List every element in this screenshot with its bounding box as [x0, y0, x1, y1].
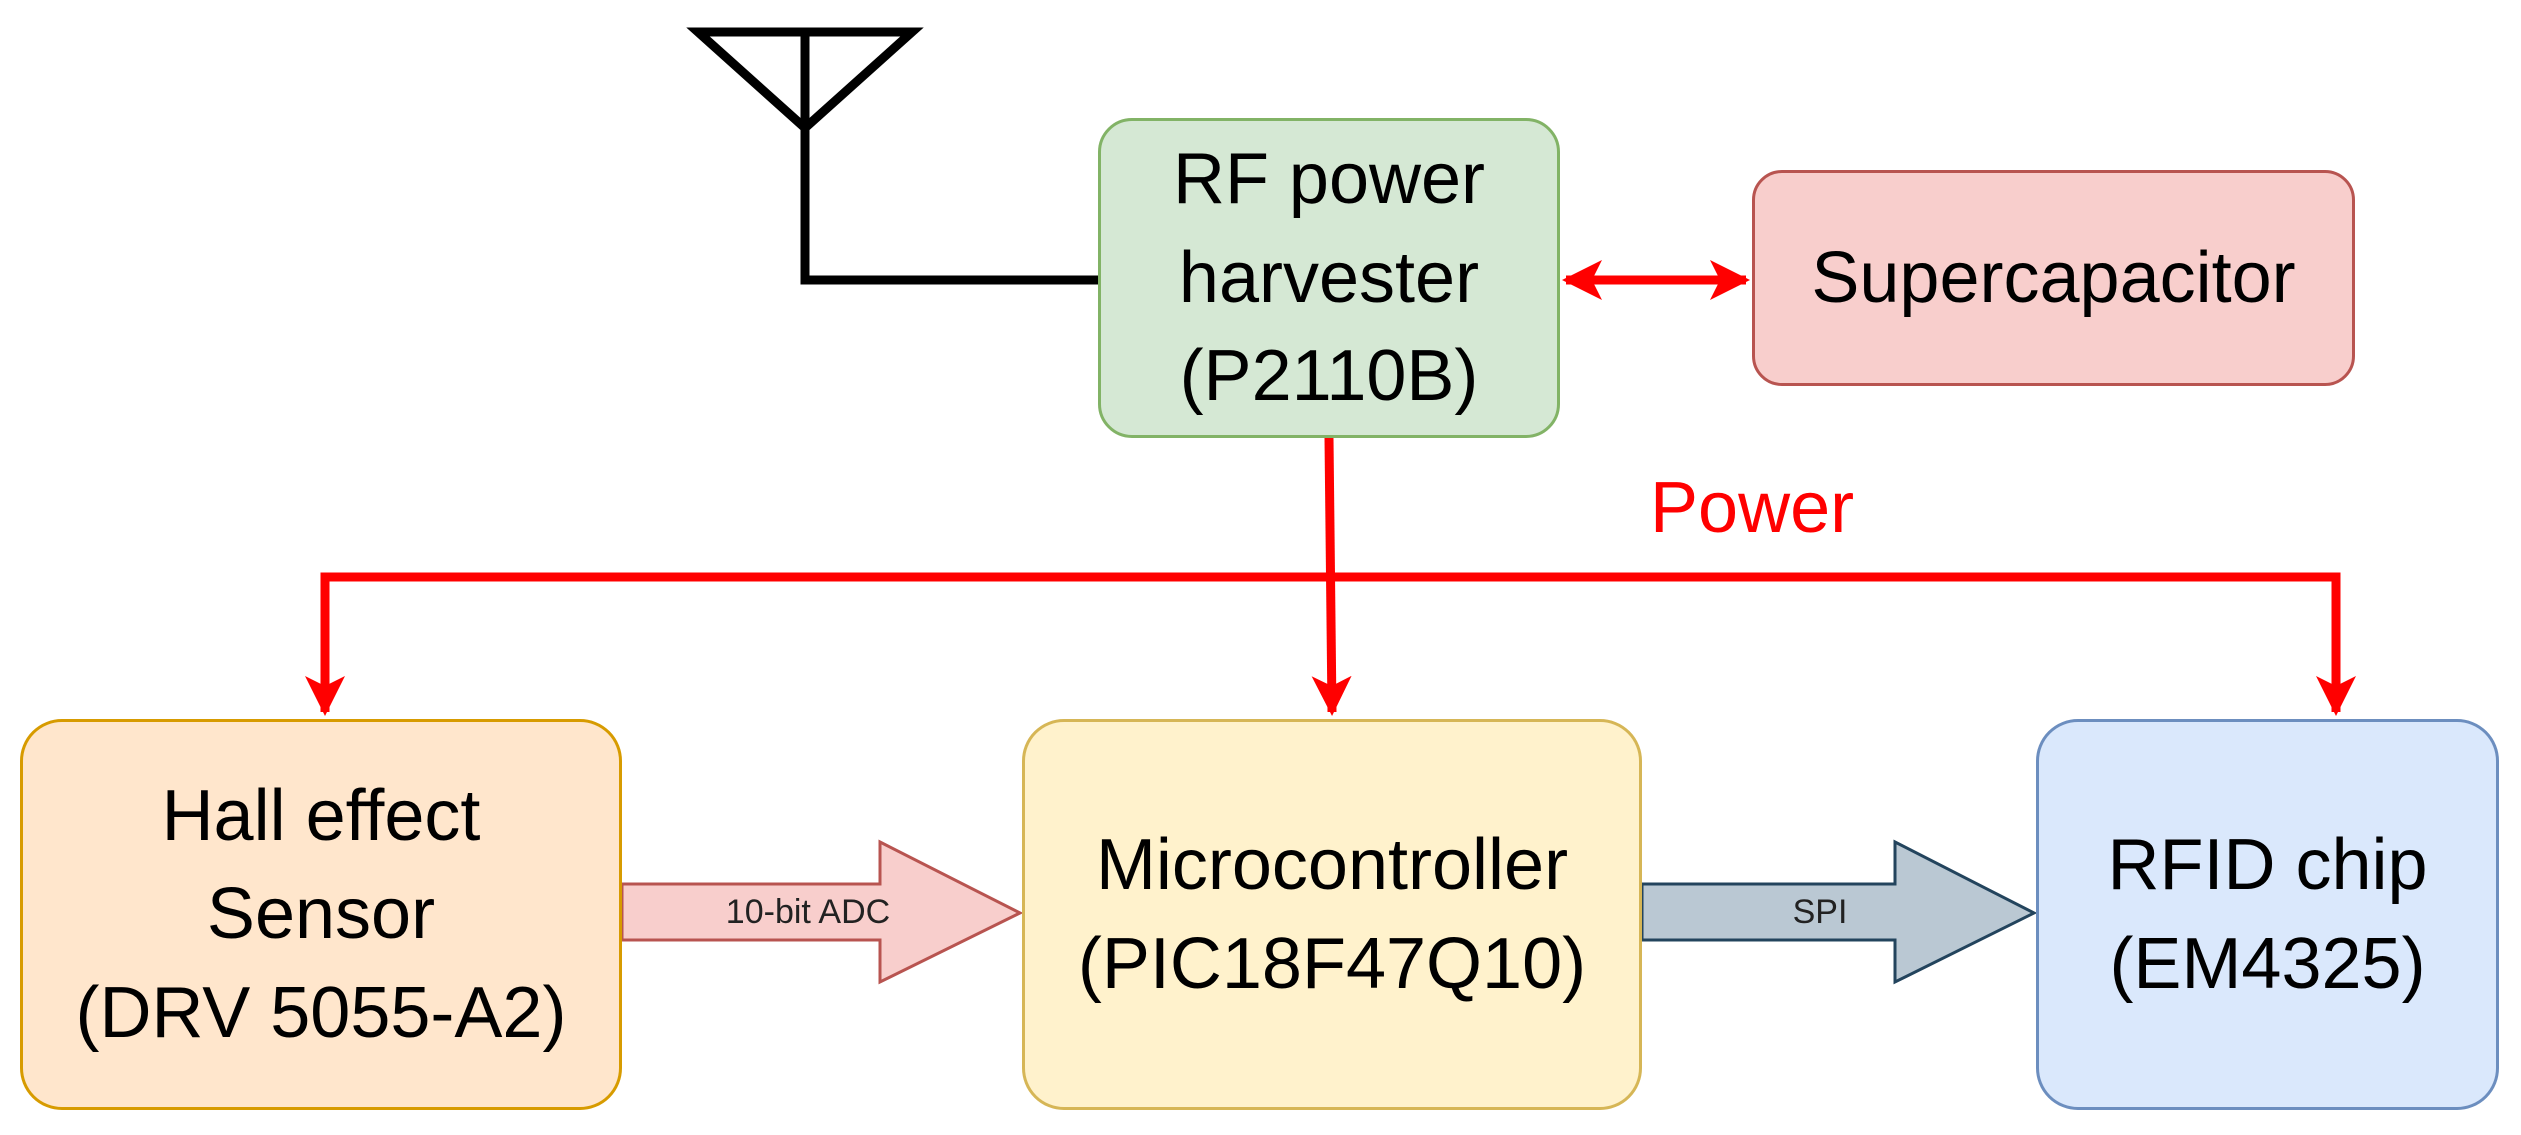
spi-arrow-label: SPI: [1792, 893, 1848, 931]
supercapacitor-label: Supercapacitor: [1811, 237, 2296, 318]
adc-data-arrow: [620, 839, 1024, 985]
hall-effect-sensor-block: Hall effect Sensor (DRV 5055-A2): [20, 719, 622, 1110]
hall-effect-sensor-label: Hall effect Sensor (DRV 5055-A2): [75, 775, 567, 1053]
power-label: Power: [1650, 468, 1855, 548]
rfid-chip-label: RFID chip (EM4325): [2107, 824, 2428, 1004]
microcontroller-block: Microcontroller (PIC18F47Q10): [1022, 719, 1642, 1110]
adc-arrow-label: 10-bit ADC: [725, 893, 891, 931]
rfid-chip-block: RFID chip (EM4325): [2036, 719, 2499, 1110]
antenna-icon: [686, 27, 1098, 285]
spi-data-arrow: [1640, 839, 2038, 985]
microcontroller-label: Microcontroller (PIC18F47Q10): [1077, 824, 1587, 1004]
power-connectors: [305, 260, 2356, 716]
rf-power-harvester-block: RF power harvester (P2110B): [1098, 118, 1560, 438]
supercapacitor-block: Supercapacitor: [1752, 170, 2355, 386]
rf-power-harvester-label: RF power harvester (P2110B): [1172, 139, 1486, 417]
